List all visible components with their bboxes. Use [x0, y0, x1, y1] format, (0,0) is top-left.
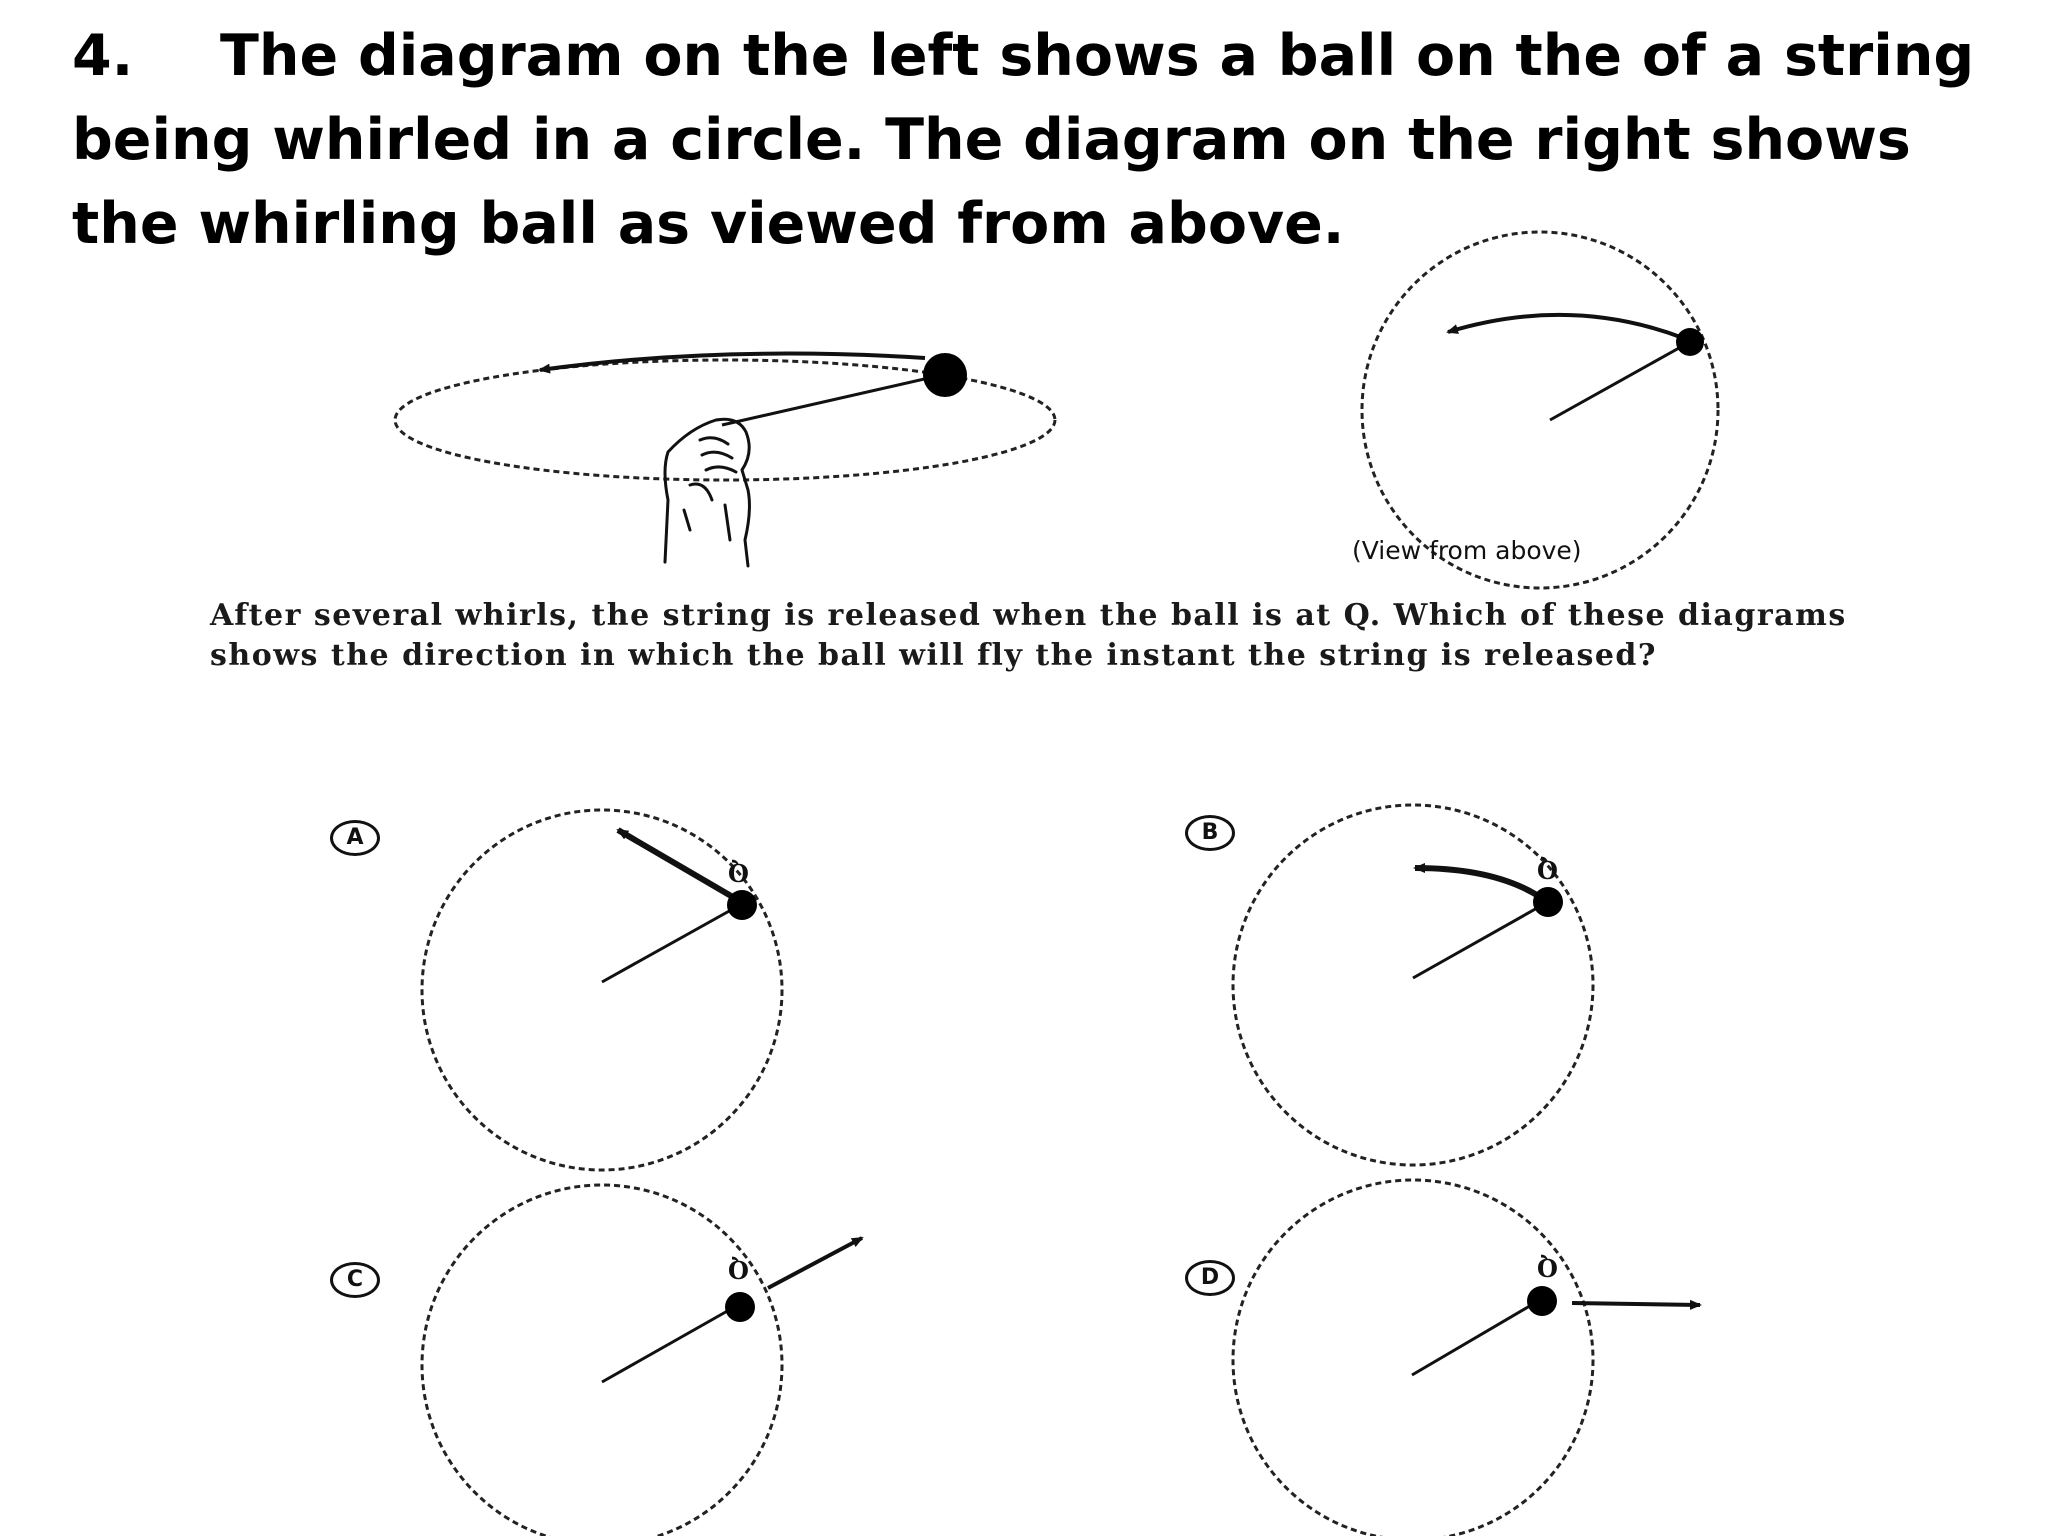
option-d-label: D [1185, 1260, 1235, 1296]
option-a-orbit [420, 808, 784, 1172]
option-d-ball [1527, 1286, 1557, 1316]
side-view-diagram [393, 351, 1057, 568]
option-b-label: B [1185, 815, 1235, 851]
top-view-direction-arrow [1446, 312, 1684, 340]
option-c-label: C [330, 1262, 380, 1298]
option-c-string [601, 1303, 739, 1384]
option-d-diagram [1231, 1178, 1702, 1536]
option-a-arrow [616, 827, 740, 903]
side-view-direction-arrow [538, 351, 926, 374]
option-a-diagram [420, 808, 784, 1172]
question-text: After several whirls, the string is rele… [210, 598, 1847, 673]
side-view-orbit [393, 358, 1057, 482]
question-title-text: The diagram on the left shows a ball on … [72, 23, 1975, 257]
option-a-ball [727, 890, 757, 920]
side-view-ball [923, 353, 967, 397]
option-c-arrow [767, 1236, 864, 1290]
option-c-ball [725, 1292, 755, 1322]
option-d-orbit [1231, 1178, 1595, 1536]
option-b-ball [1533, 887, 1563, 917]
option-b-string [1412, 901, 1547, 980]
option-a-label: A [330, 820, 380, 856]
option-c-diagram [420, 1183, 864, 1536]
option-c-orbit [420, 1183, 784, 1536]
option-d-arrow [1571, 1299, 1702, 1310]
option-c-point-label: Q [728, 1255, 749, 1284]
option-a-point-label: Q [728, 858, 749, 887]
question-title: 4.The diagram on the left shows a ball o… [72, 14, 2012, 266]
top-view-caption: (View from above) [1352, 536, 1582, 565]
option-d-string [1411, 1298, 1541, 1377]
side-view-string [721, 373, 943, 427]
hand-icon [663, 417, 751, 568]
option-d-point-label: Q [1537, 1253, 1558, 1282]
top-view-string [1549, 341, 1689, 422]
option-b-point-label: Q [1537, 855, 1558, 884]
question-number: 4. [72, 23, 134, 89]
option-b-orbit [1231, 803, 1595, 1167]
option-a-string [601, 903, 741, 984]
option-b-diagram [1231, 803, 1595, 1167]
option-b-arrow [1413, 863, 1542, 900]
top-view-orbit [1360, 230, 1720, 590]
top-view-ball [1676, 328, 1704, 356]
top-view-diagram [1360, 230, 1720, 590]
